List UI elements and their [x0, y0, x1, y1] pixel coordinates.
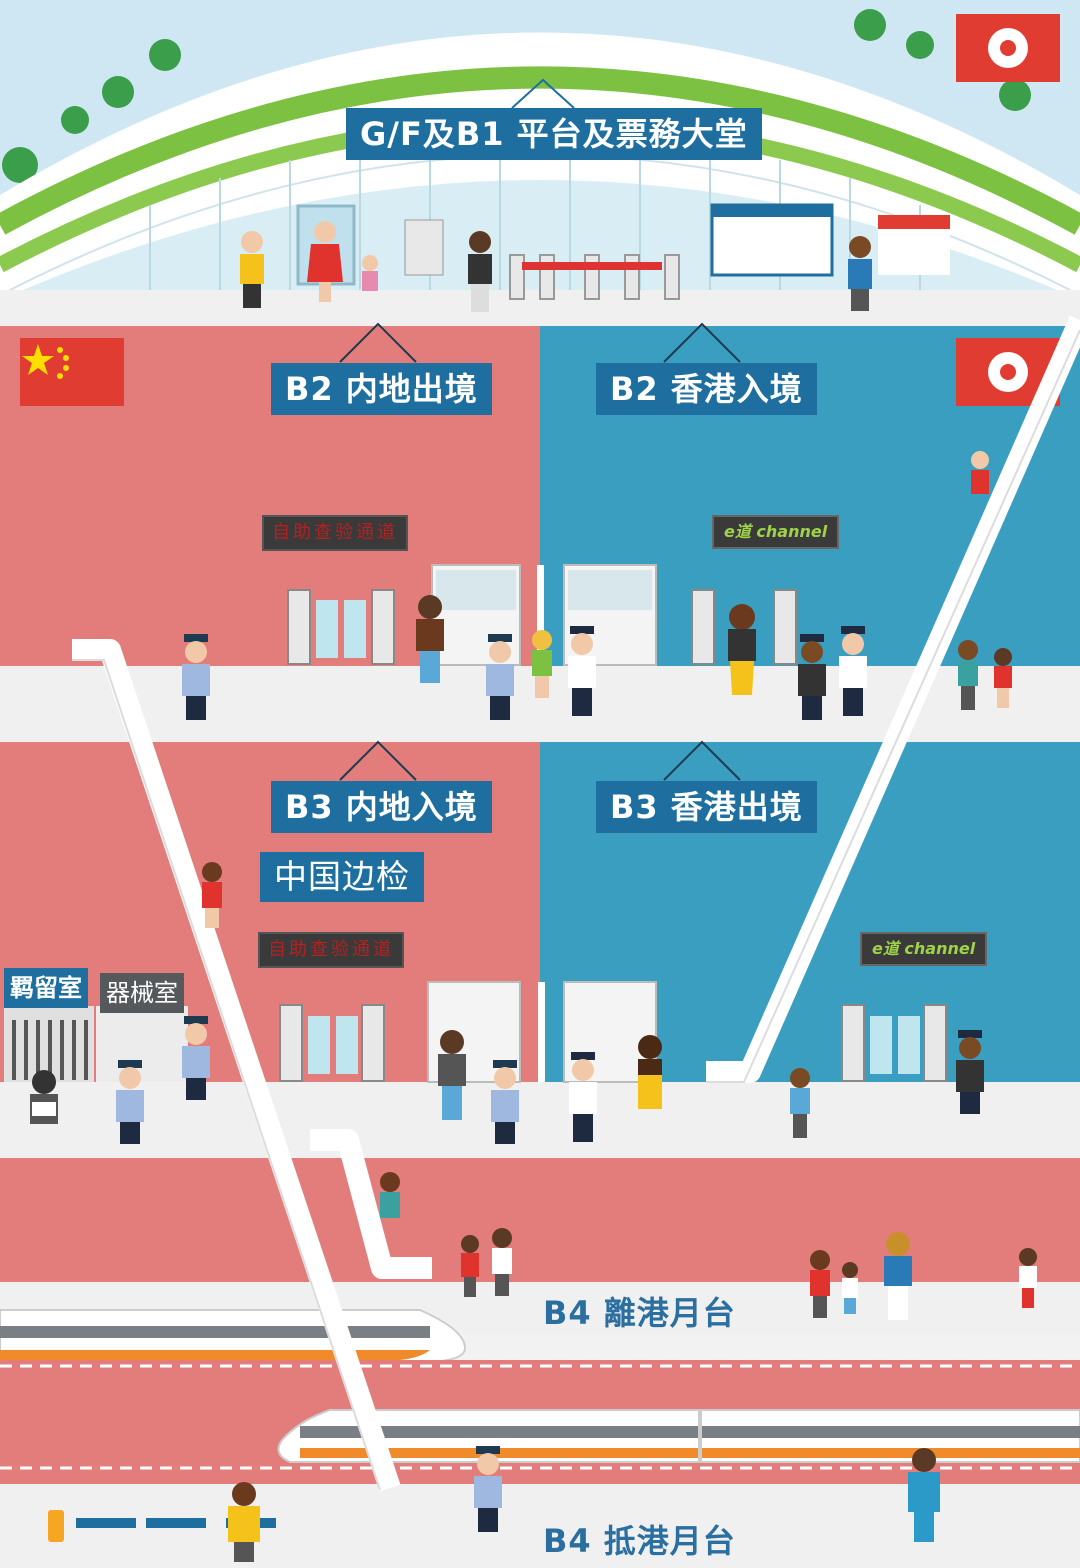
self-service-channel-sign: 自助查验通道: [258, 932, 404, 968]
e-gate-icon: [287, 589, 797, 665]
level-label-b2-mainland-departure: B2 内地出境: [271, 363, 492, 415]
platform-label-arrival: B4 抵港月台: [543, 1522, 736, 1560]
echannel-sign: e道 channel: [712, 515, 840, 549]
level-label-b3-hk-departure: B3 香港出境: [596, 781, 817, 833]
level-label-b3-mainland-arrival: B3 内地入境: [271, 781, 492, 833]
level-label-gf-b1: G/F及B1 平台及票務大堂: [346, 108, 762, 160]
person-icon: [30, 221, 1037, 1562]
platform-label-departure: B4 離港月台: [543, 1294, 736, 1332]
e-gate-icon: [279, 1004, 947, 1082]
escalator-icon: [72, 315, 1080, 1492]
equipment-room-label: 器械室: [100, 973, 184, 1013]
self-service-channel-sign: 自助查验通道: [262, 515, 408, 551]
level-label-b2-hk-arrival: B2 香港入境: [596, 363, 817, 415]
echannel-sign: e道 channel: [860, 932, 988, 966]
tree-icon: [2, 9, 1031, 183]
train-icon: [277, 1409, 1080, 1463]
detention-room-label: 羁留室: [4, 968, 88, 1008]
police-officer-icon: [116, 626, 984, 1532]
china-flag-icon: [20, 338, 124, 406]
china-border-inspection-label: 中国边检: [260, 852, 424, 902]
train-icon: [0, 1309, 467, 1363]
hong-kong-flag-icon: [956, 14, 1060, 82]
